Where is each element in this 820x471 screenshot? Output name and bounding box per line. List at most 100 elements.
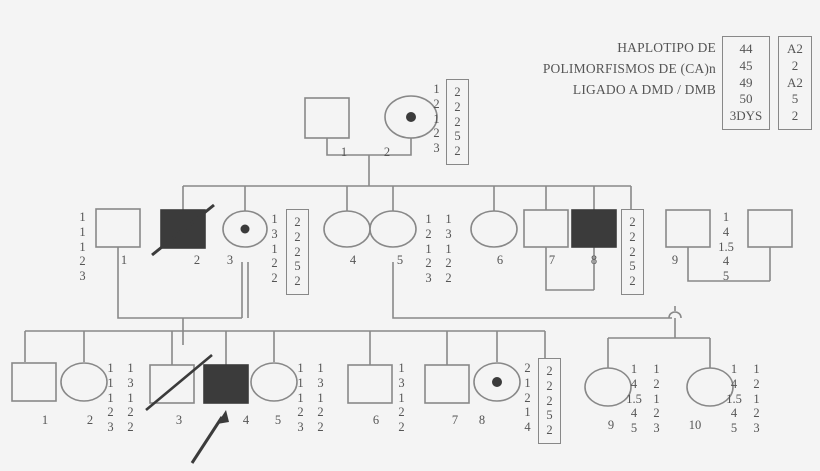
haplotype-III-9-col1: 1 4 1.5 4 5 <box>624 362 644 436</box>
hap-val: 3 <box>425 271 432 285</box>
haplotype-III-8-col1: 2 1 2 1 4 <box>521 361 534 435</box>
individual-II-spouse[interactable] <box>747 209 793 248</box>
legend-line-3: LIGADO A DMD / DMB <box>572 81 716 97</box>
legend-allele-0: A2 <box>787 40 803 56</box>
hap-val: 1 <box>524 405 531 420</box>
hap-val: 1 <box>524 375 531 390</box>
hap-val: 3 <box>398 375 405 390</box>
hap-val: 2 <box>317 420 324 434</box>
legend-allele-4: 2 <box>791 108 799 124</box>
hap-val: 1 <box>425 241 432 256</box>
hap-val: 2 <box>629 229 636 244</box>
individual-III-10[interactable] <box>686 367 734 407</box>
hap-val: 3 <box>317 375 324 390</box>
hap-val: 3 <box>433 141 440 155</box>
hap-val: 1 <box>127 361 134 375</box>
deceased-slash-II-2 <box>151 203 215 257</box>
id-label-II-4: 4 <box>349 253 357 267</box>
individual-III-2[interactable] <box>60 362 108 402</box>
hap-val: 2 <box>546 364 553 379</box>
hap-val: 2 <box>127 420 134 434</box>
individual-I-1[interactable] <box>304 97 350 139</box>
individual-III-6[interactable] <box>347 364 393 404</box>
id-label-III-4: 4 <box>242 413 250 427</box>
carrier-dot-III-8 <box>492 377 502 387</box>
hap-val: 1 <box>297 390 304 405</box>
legend-marker-box: 44 45 49 50 3DYS <box>722 36 770 130</box>
hap-val: 1 <box>317 361 324 375</box>
hap-val: 1.5 <box>726 391 742 406</box>
hap-val: 4 <box>722 254 730 269</box>
haplotype-I-2-col1: 1 2 1 2 3 <box>430 82 443 156</box>
hap-val: 5 <box>629 259 636 274</box>
hap-val: 1 <box>753 391 760 406</box>
individual-II-1[interactable] <box>95 208 141 248</box>
individual-II-8[interactable] <box>571 209 617 248</box>
individual-III-4[interactable] <box>203 364 249 404</box>
legend-allele-2: A2 <box>787 74 803 90</box>
individual-II-5[interactable] <box>369 210 417 248</box>
hap-val: 2 <box>317 405 324 420</box>
hap-val: 1 <box>425 212 432 226</box>
legend-marker-3: 50 <box>739 91 753 107</box>
hap-val: 2 <box>445 271 452 285</box>
legend-allele-box: A2 2 A2 5 2 <box>778 36 812 130</box>
hap-val: 1 <box>445 241 452 256</box>
hap-val: 3 <box>79 269 86 283</box>
legend-marker-4: 3DYS <box>729 108 763 124</box>
haplotype-III-10-col2: 1 2 1 2 3 <box>750 362 763 436</box>
individual-III-7[interactable] <box>424 364 470 404</box>
hap-val: 3 <box>127 375 134 390</box>
haplotype-II-8-box: 2 2 2 5 2 <box>621 209 644 295</box>
hap-val: 1.5 <box>626 391 642 406</box>
hap-val: 1 <box>398 361 405 375</box>
hap-val: 3 <box>445 226 452 241</box>
proband-arrow <box>190 410 229 464</box>
hap-val: 2 <box>398 420 405 434</box>
individual-II-7[interactable] <box>523 209 569 248</box>
hap-val: 4 <box>722 224 730 239</box>
hap-val: 1 <box>433 82 440 96</box>
hap-val: 1 <box>79 210 86 224</box>
hap-val: 1 <box>722 210 730 224</box>
haplotype-I-2-box: 2 2 2 5 2 <box>446 79 469 165</box>
individual-II-4[interactable] <box>323 210 371 248</box>
individual-III-5[interactable] <box>250 362 298 402</box>
hap-val: 3 <box>107 420 114 434</box>
couple-line-II-9-far-right <box>687 247 770 282</box>
hap-val: 1.5 <box>718 239 734 254</box>
hap-val: 4 <box>524 420 531 434</box>
hap-val: 2 <box>629 274 636 289</box>
hap-val: 2 <box>629 244 636 259</box>
hap-val: 4 <box>630 376 638 391</box>
hap-val: 1 <box>753 362 760 376</box>
hap-val: 1 <box>107 375 114 390</box>
hap-val: 2 <box>653 406 660 421</box>
hap-val: 2 <box>271 271 278 285</box>
individual-II-6[interactable] <box>470 210 518 248</box>
individual-II-9[interactable] <box>665 209 711 248</box>
hap-val: 2 <box>294 229 301 244</box>
legend-title: HAPLOTIPO DE POLIMORFISMOS DE (CA)n LIGA… <box>500 38 716 101</box>
hap-val: 1 <box>730 362 738 376</box>
hap-val: 5 <box>294 259 301 274</box>
id-label-II-9: 9 <box>671 253 679 267</box>
id-label-II-8: 8 <box>590 253 598 267</box>
legend-allele-1: 2 <box>791 57 799 73</box>
hap-val: 2 <box>524 390 531 405</box>
hap-val: 2 <box>524 361 531 375</box>
hap-val: 1 <box>445 212 452 226</box>
hap-val: 1 <box>653 362 660 376</box>
individual-III-1[interactable] <box>11 362 57 402</box>
haplotype-II-3-col1: 1 3 1 2 2 <box>268 212 281 286</box>
legend-line-2: POLIMORFISMOS DE (CA)n <box>542 60 716 76</box>
haplotype-III-5-col2: 1 3 1 2 2 <box>314 361 327 435</box>
individual-III-9[interactable] <box>584 367 632 407</box>
hap-val: 5 <box>454 129 461 144</box>
hap-val: 2 <box>454 99 461 114</box>
haplotype-II-5-col2: 1 3 1 2 2 <box>442 212 455 286</box>
individual-III-3[interactable] <box>149 364 195 404</box>
id-label-III-10: 10 <box>688 418 702 432</box>
couple-line-II-1-II-3-left <box>117 247 242 319</box>
